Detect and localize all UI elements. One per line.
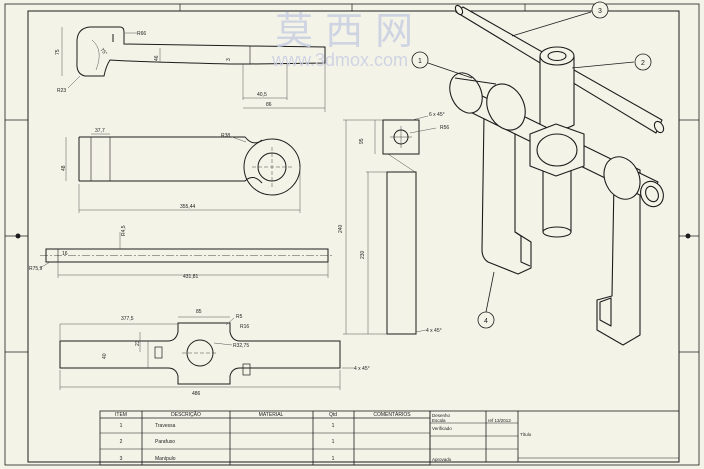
- dim-c-d2: R4,5: [121, 225, 127, 236]
- dim-c-r: R75,9: [29, 266, 43, 272]
- dim-a-h: 75: [55, 49, 61, 55]
- balloons: [411, 1, 652, 329]
- dim-a-w2: 40,5: [257, 92, 267, 98]
- dim-a-w1: 46: [154, 55, 160, 61]
- tb-field: Título: [520, 432, 532, 437]
- title-block-text: Desenho Escala Verificado Aprovado ref 1…: [432, 413, 532, 462]
- bom-row-2-item: 2: [120, 439, 123, 445]
- bom-row-1-qty: 1: [332, 423, 335, 429]
- bom-row-3-qty: 1: [332, 456, 335, 462]
- bom-header-item: ITEM: [115, 412, 127, 418]
- dim-b-h: 48: [61, 165, 67, 171]
- dim-d-c: R5: [236, 314, 243, 320]
- watermark-cn: 莫 西 网: [275, 9, 413, 53]
- dim-d-h2: 23: [135, 340, 141, 346]
- balloon-4: 4: [484, 318, 488, 325]
- balloon-2: 2: [641, 60, 645, 67]
- dim-b-r: R38: [221, 133, 230, 139]
- part-d-labels: 377,5 85 R5 R16 R32,75 40 23 486 4 x 45°: [102, 309, 370, 397]
- dim-c-d1: 16: [62, 251, 68, 257]
- title-block: [429, 410, 680, 463]
- dim-d-e: R32,75: [233, 343, 249, 349]
- part-b-view: [65, 133, 301, 213]
- part-e-view: [343, 115, 437, 335]
- dim-b-w: 37,7: [95, 128, 105, 134]
- balloon-3: 3: [598, 8, 602, 15]
- dim-d-d: R16: [240, 324, 249, 330]
- bom-row-1-desc: Travessa: [155, 423, 176, 429]
- dim-d-a: 377,5: [121, 316, 134, 322]
- bom-row-2-qty: 1: [332, 439, 335, 445]
- part-a-view: [61, 26, 326, 112]
- watermark: 莫 西 网 www.3dmox.com: [271, 9, 413, 70]
- bom-text: ITEM DESCRIÇÃO MATERIAL Qtd COMENTÁRIOS …: [115, 411, 411, 462]
- dim-a-rbot: R23: [57, 88, 66, 94]
- tb-date: ref 13/2013: [488, 418, 511, 423]
- part-a-labels: 75 R66 75° R23 46 3 40,5 86: [55, 31, 272, 108]
- balloon-labels: 3 2 1 4: [418, 8, 645, 325]
- bom-row-3-item: 3: [120, 456, 123, 462]
- dim-c-len: 431,81: [183, 274, 199, 280]
- dim-e-h: 230: [360, 250, 366, 259]
- bom-header-desc: DESCRIÇÃO: [171, 411, 201, 418]
- balloon-1: 1: [418, 58, 422, 65]
- part-e-labels: 6 x 45° R56 95 240 230 4 x 45°: [338, 112, 449, 334]
- dim-d-len: 486: [192, 391, 201, 397]
- part-c-labels: R75,9 16 R4,5 431,81: [29, 225, 199, 280]
- dim-e-r: R56: [440, 125, 449, 131]
- dim-e-ch1: 6 x 45°: [429, 112, 445, 118]
- dim-a-ang: 75°: [99, 47, 108, 57]
- assembly-isometric: [449, 4, 665, 346]
- dim-a-w3: 86: [266, 102, 272, 108]
- tb-scale: Escala: [432, 418, 446, 423]
- watermark-url: www.3dmox.com: [271, 50, 408, 70]
- bom-header-comments: COMENTÁRIOS: [373, 411, 411, 418]
- dim-d-b: 85: [196, 309, 202, 315]
- bom-header-qty: Qtd: [329, 412, 337, 418]
- dim-d-ch: 4 x 45°: [354, 366, 370, 372]
- part-b-labels: 37,7 48 R38 355,44: [61, 128, 230, 210]
- dim-b-len: 355,44: [180, 204, 196, 210]
- part-d-view: [59, 316, 354, 390]
- dim-e-w: 95: [359, 138, 365, 144]
- dim-e-ch2: 4 x 45°: [426, 328, 442, 334]
- bom-row-1-item: 1: [120, 423, 123, 429]
- tb-checked: Verificado: [432, 426, 452, 431]
- dim-e-len: 240: [338, 224, 344, 233]
- part-c-view: [39, 232, 334, 278]
- bom-row-2-desc: Parafuso: [155, 439, 175, 445]
- bom-row-3-desc: Manípulo: [155, 456, 176, 462]
- bom-header-material: MATERIAL: [259, 412, 284, 418]
- tb-approved: Aprovado: [432, 457, 452, 462]
- dim-a-rtop: R66: [137, 31, 146, 37]
- dim-a-t: 3: [226, 58, 232, 61]
- tb-drawn: Desenho: [432, 413, 451, 418]
- dim-d-h1: 40: [102, 353, 108, 359]
